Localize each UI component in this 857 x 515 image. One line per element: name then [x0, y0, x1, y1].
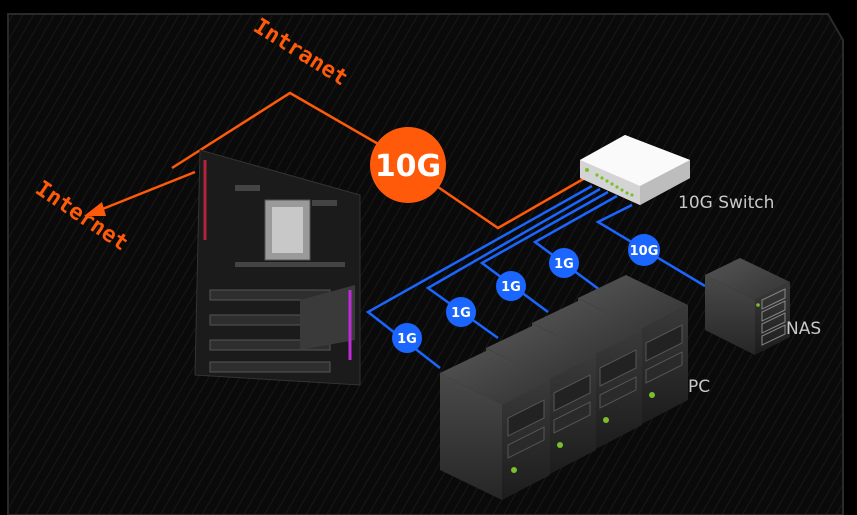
pc-link-badge: 1G: [549, 248, 579, 278]
orange-links: [84, 91, 593, 230]
nas-device: [705, 258, 790, 355]
uplink-line: [434, 172, 593, 230]
pc-tower: [439, 349, 551, 501]
svg-text:10G: 10G: [630, 244, 659, 259]
internet-arrow-icon: [84, 202, 106, 216]
svg-text:1G: 1G: [397, 332, 417, 347]
pc-link-badge: 1G: [446, 297, 476, 327]
panel-background: [7, 13, 844, 515]
svg-text:1G: 1G: [554, 257, 574, 272]
blue-links: [365, 184, 706, 369]
pc-link-badge: 1G: [496, 271, 526, 301]
pc-label: PC: [688, 377, 710, 397]
switch-device: [580, 135, 690, 205]
nas-label: NAS: [786, 319, 821, 339]
uplink-speed: 10G: [375, 149, 441, 184]
intranet-line: [171, 91, 381, 170]
switch-label: 10G Switch: [678, 193, 774, 213]
motherboard: [194, 149, 361, 386]
uplink-badge: 10G: [370, 127, 446, 203]
pc-link-badge: 1G: [392, 323, 422, 353]
svg-text:1G: 1G: [451, 306, 471, 321]
internet-line: [99, 170, 196, 212]
svg-text:1G: 1G: [501, 280, 521, 295]
nas-link-badge: 10G: [628, 234, 660, 266]
